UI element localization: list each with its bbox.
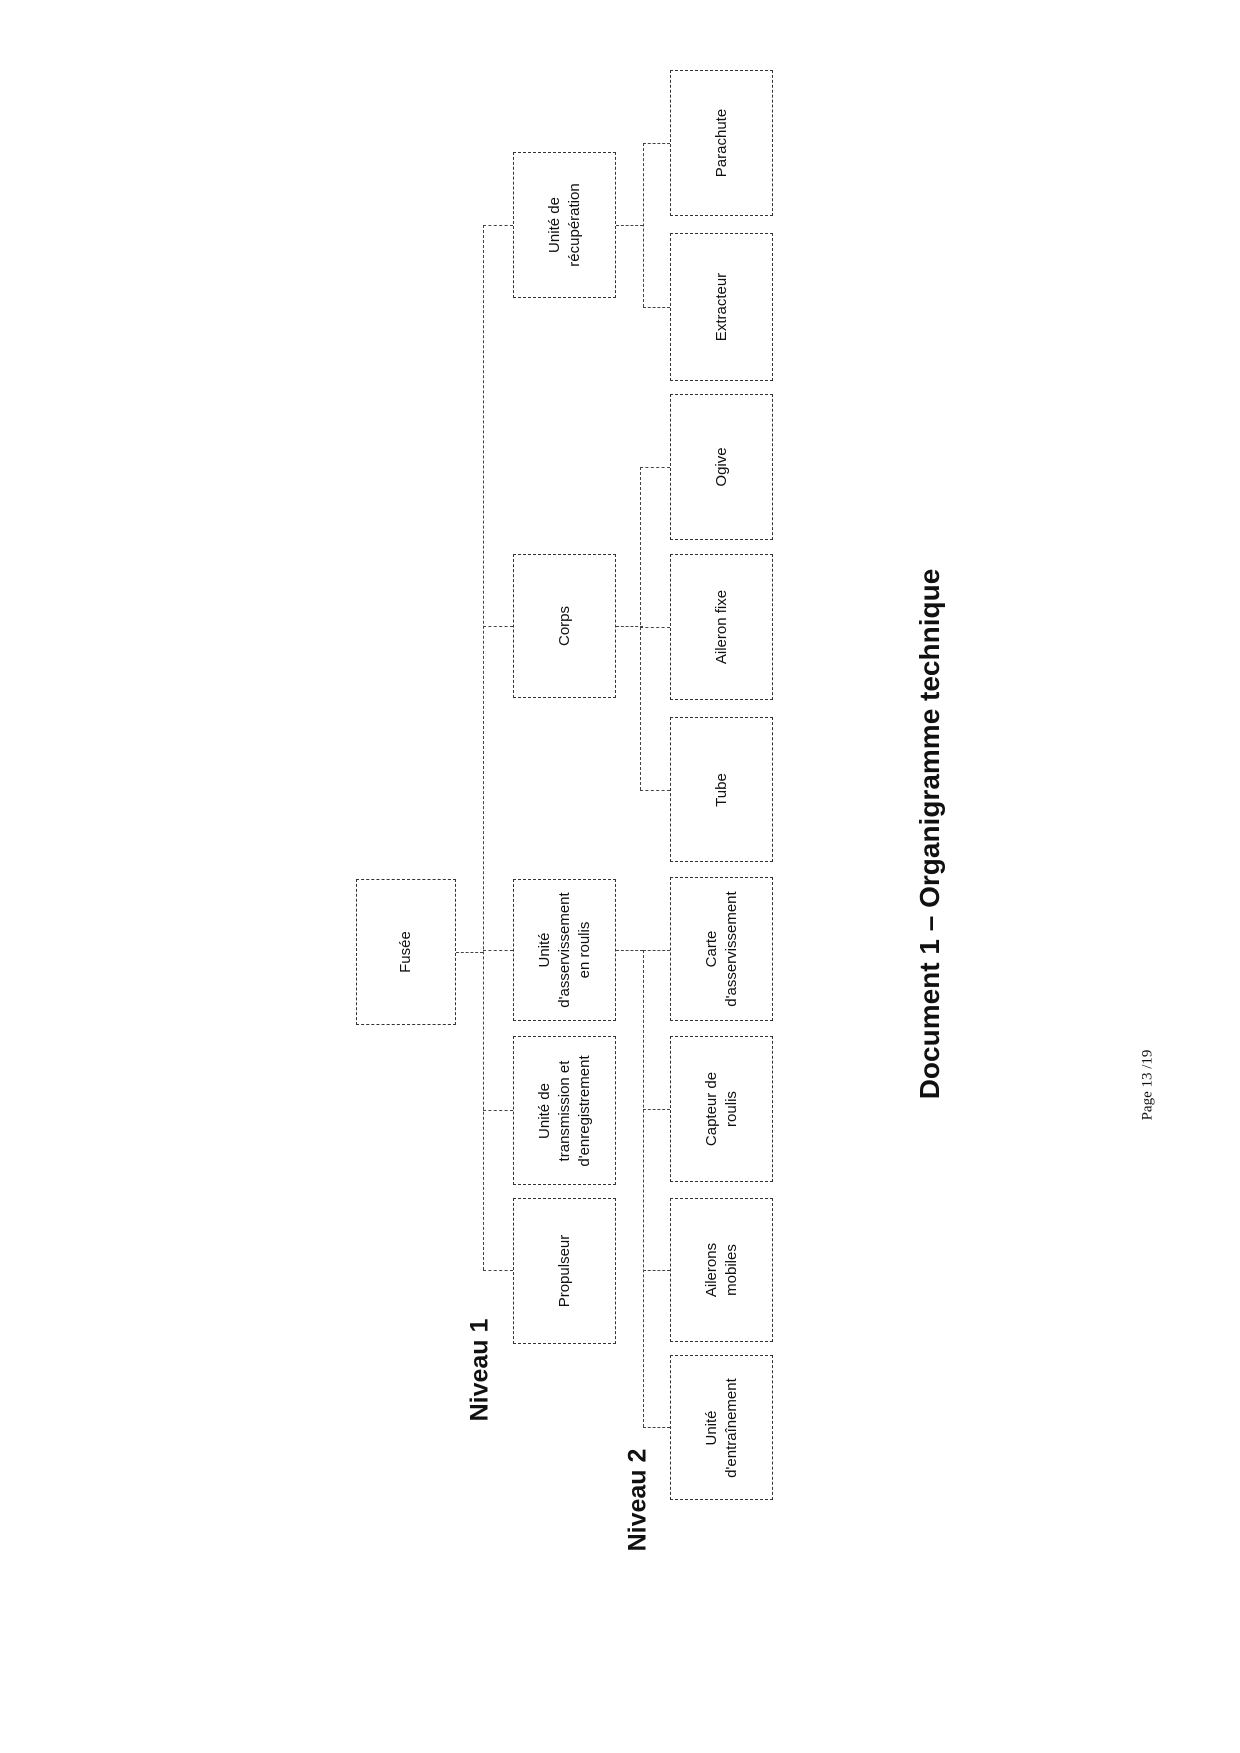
connector (616, 950, 643, 951)
node-tube: Tube (670, 717, 773, 862)
node-unite-transmission: Unité de transmission et d'enregistremen… (513, 1036, 616, 1185)
node-label: Extracteur (712, 272, 730, 342)
connector (616, 626, 643, 627)
node-capteur-roulis: Capteur de roulis (670, 1036, 773, 1182)
connector (640, 627, 670, 628)
node-label: Unité de récupération (545, 183, 583, 267)
connector (643, 950, 644, 1427)
node-label: Carte d'asservissement (702, 891, 740, 1007)
connector (643, 143, 644, 307)
node-label: Corps (555, 606, 573, 647)
level-1-label: Niveau 1 (465, 1318, 494, 1422)
node-label: Ogive (712, 447, 730, 487)
connector (643, 307, 670, 308)
node-label: Tube (712, 772, 730, 807)
node-label: Ailerons mobiles (702, 1242, 740, 1298)
node-aileron-fixe: Aileron fixe (670, 554, 773, 700)
node-label: Unité d'entraînement (702, 1377, 740, 1478)
connector (643, 1427, 670, 1428)
node-label: Propulseur (555, 1234, 573, 1308)
connector (483, 626, 513, 627)
document-caption: Document 1 – Organigramme technique (914, 568, 945, 1100)
node-label: Aileron fixe (712, 589, 730, 665)
node-label: Parachute (712, 108, 730, 178)
connector (640, 790, 670, 791)
node-carte-asservissement: Carte d'asservissement (670, 877, 773, 1021)
connector (643, 143, 670, 144)
connector (483, 225, 513, 226)
node-unite-recuperation: Unité de récupération (513, 152, 616, 298)
level-2-label: Niveau 2 (623, 1448, 652, 1552)
node-label: Capteur de roulis (702, 1071, 740, 1147)
connector (643, 950, 670, 951)
connector (483, 1110, 513, 1111)
connector (456, 952, 483, 953)
node-parachute: Parachute (670, 70, 773, 216)
connector (640, 467, 670, 468)
node-propulseur: Propulseur (513, 1198, 616, 1344)
node-label: Fusée (397, 931, 414, 973)
connector (616, 225, 643, 226)
node-label: Unité de transmission et d'enregistremen… (535, 1054, 593, 1167)
connector (483, 950, 513, 951)
node-ailerons-mobiles: Ailerons mobiles (670, 1198, 773, 1342)
node-ogive: Ogive (670, 394, 773, 540)
node-unite-entrainement: Unité d'entraînement (670, 1355, 773, 1500)
node-corps: Corps (513, 554, 616, 698)
connector (483, 1270, 513, 1271)
node-label: Unité d'asservissement en roulis (535, 892, 593, 1008)
page-number: Page 13 /19 (1139, 1049, 1156, 1121)
connector (643, 1109, 670, 1110)
node-fusee: Fusée (356, 879, 456, 1025)
connector (640, 467, 641, 790)
node-extracteur: Extracteur (670, 233, 773, 381)
connector (643, 1270, 670, 1271)
connector (483, 225, 484, 1270)
node-unite-asservissement: Unité d'asservissement en roulis (513, 879, 616, 1021)
